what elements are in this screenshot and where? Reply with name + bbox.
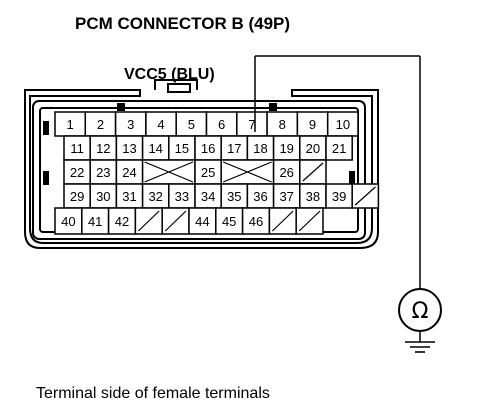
terminal-number: 21 [332, 141, 346, 156]
terminal-cell [215, 207, 244, 235]
terminal-number: 15 [175, 141, 189, 156]
terminal-cell [272, 135, 301, 161]
terminal-number: 8 [279, 117, 286, 132]
terminal-cell [107, 207, 137, 235]
terminal-cell [168, 183, 196, 209]
terminal-number: 3 [127, 117, 134, 132]
terminal-cell [81, 207, 110, 235]
terminal-number: 22 [70, 165, 84, 180]
ohm-icon: Ω [412, 299, 429, 324]
terminal-cell [299, 183, 327, 209]
blank-cavity-mark [271, 210, 294, 232]
terminal-number: 14 [148, 141, 162, 156]
terminal-number: 11 [70, 141, 84, 156]
terminal-number: 40 [61, 214, 75, 229]
terminal-number: 37 [279, 189, 293, 204]
terminal-number: 35 [227, 189, 241, 204]
terminal-number: 2 [97, 117, 104, 132]
wire-label: VCC5 (BLU) [124, 66, 215, 83]
terminal-number: 7 [248, 117, 255, 132]
terminal-number: 41 [88, 214, 102, 229]
terminal-number: 32 [148, 189, 162, 204]
terminal-number: 31 [122, 189, 136, 204]
terminal-number: 44 [195, 214, 209, 229]
probe-lead [254, 55, 421, 342]
terminal-number: 12 [96, 141, 110, 156]
terminal-number: 6 [218, 117, 225, 132]
terminal-number: 18 [253, 141, 267, 156]
terminal-cell [89, 159, 118, 185]
ohmmeter: Ω [398, 288, 442, 332]
terminal-cell [325, 135, 353, 161]
terminal-number: 36 [253, 189, 267, 204]
terminal-number: 4 [157, 117, 164, 132]
terminal-number: 33 [175, 189, 189, 204]
terminal-number: 16 [201, 141, 215, 156]
terminal-number: 45 [222, 214, 236, 229]
terminal-number: 20 [306, 141, 320, 156]
terminal-number: 46 [249, 214, 263, 229]
terminal-number: 9 [309, 117, 316, 132]
terminal-number: 17 [227, 141, 241, 156]
terminal-number: 13 [122, 141, 136, 156]
terminal-number: 39 [332, 189, 346, 204]
terminal-number: 23 [96, 165, 110, 180]
terminal-cell [115, 135, 144, 161]
terminal-number: 30 [96, 189, 110, 204]
blank-cavity-mark [164, 210, 187, 232]
caption: Terminal side of female terminals [36, 385, 270, 402]
terminal-number: 26 [279, 165, 293, 180]
terminal-cell [236, 111, 268, 137]
blank-cavity-mark [144, 161, 194, 183]
terminal-number: 29 [70, 189, 84, 204]
terminal-cell [246, 135, 275, 161]
terminal-number: 25 [201, 165, 215, 180]
blank-cavity-mark [302, 162, 324, 182]
terminal-number: 38 [306, 189, 320, 204]
terminal-number: 5 [188, 117, 195, 132]
terminal-number: 10 [336, 117, 350, 132]
ground-icon [405, 341, 435, 353]
terminal-number: 19 [279, 141, 293, 156]
diagram-title: PCM CONNECTOR B (49P) [75, 14, 290, 33]
blank-cavity-mark [298, 210, 321, 232]
terminal-number: 42 [115, 214, 129, 229]
terminal-number: 1 [67, 117, 74, 132]
blank-cavity-mark [137, 210, 160, 232]
terminal-number: 24 [122, 165, 136, 180]
ohmmeter-circle [398, 288, 442, 332]
blank-cavity-mark [222, 161, 272, 183]
blank-cavity-mark [354, 186, 376, 206]
terminal-number: 34 [201, 189, 215, 204]
